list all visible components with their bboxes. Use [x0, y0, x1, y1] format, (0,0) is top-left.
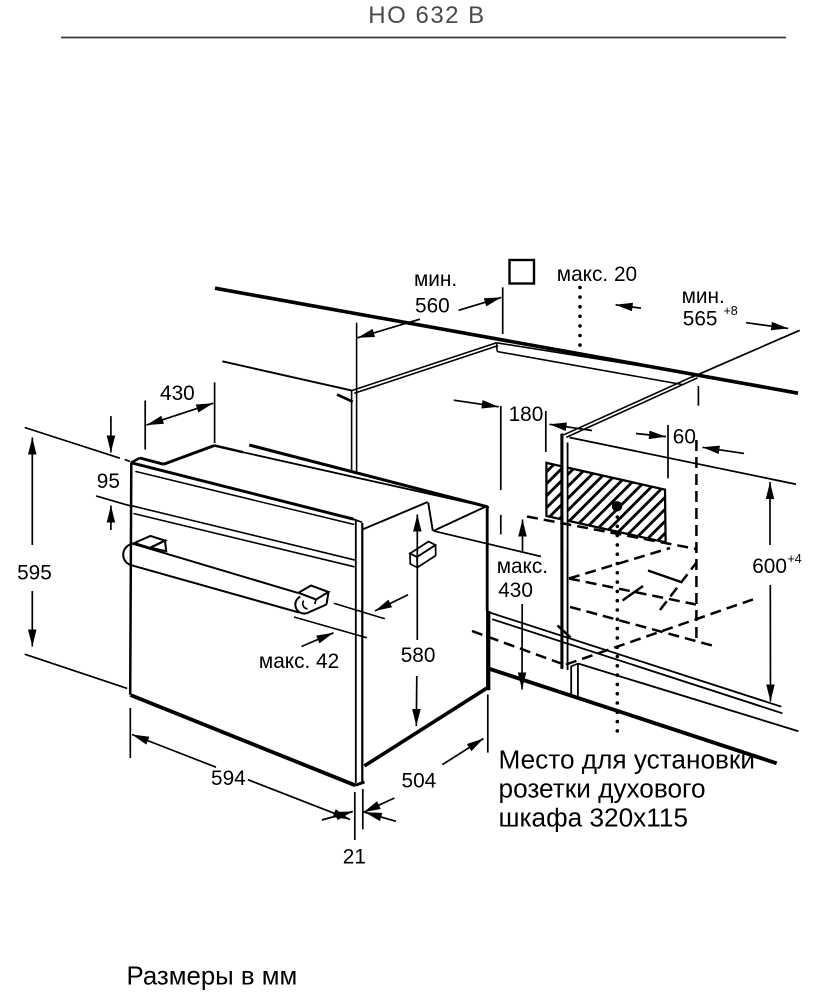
svg-text:HO 632 B: HO 632 B: [368, 2, 485, 29]
svg-text:+4: +4: [788, 552, 802, 566]
svg-text:шкафа 320x115: шкафа 320x115: [499, 803, 689, 833]
svg-text:+8: +8: [724, 304, 738, 318]
svg-text:580: 580: [401, 644, 436, 667]
svg-text:430: 430: [498, 579, 533, 602]
svg-text:565: 565: [683, 308, 718, 331]
svg-text:макс. 20: макс. 20: [557, 263, 637, 286]
svg-text:560: 560: [415, 295, 450, 318]
svg-text:95: 95: [97, 470, 120, 493]
svg-text:Размеры в мм: Размеры в мм: [127, 963, 298, 991]
svg-text:595: 595: [17, 561, 52, 584]
svg-text:Место для установки: Место для установки: [499, 745, 756, 775]
svg-text:60: 60: [673, 425, 696, 448]
svg-text:21: 21: [343, 846, 366, 869]
svg-text:600: 600: [752, 555, 787, 578]
svg-text:180: 180: [509, 403, 544, 426]
svg-text:430: 430: [160, 382, 195, 405]
svg-text:504: 504: [402, 770, 437, 793]
svg-text:594: 594: [211, 767, 246, 790]
svg-text:мин.: мин.: [682, 285, 725, 308]
svg-text:розетки духового: розетки духового: [499, 774, 706, 804]
svg-text:макс.: макс.: [497, 555, 548, 578]
svg-text:макс. 42: макс. 42: [259, 650, 339, 673]
svg-text:мин.: мин.: [414, 268, 457, 291]
